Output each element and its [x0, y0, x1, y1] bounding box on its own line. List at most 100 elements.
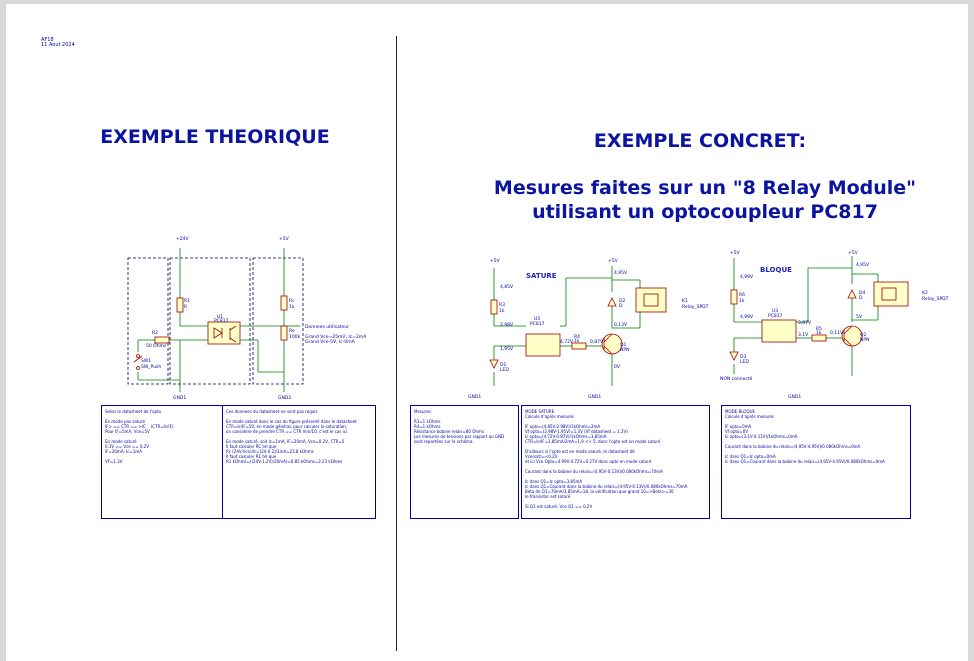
blq-rail2: +5V — [848, 250, 859, 256]
r6-resistor — [730, 289, 738, 305]
r5-value: 1k — [816, 330, 822, 336]
u3-optocoupler-blq — [761, 319, 797, 343]
rc-ref: Rc — [289, 298, 295, 304]
sat-gnd2: GND1 — [588, 394, 601, 400]
u1-value: PC817 — [214, 318, 229, 324]
u3-value-blq: PC817 — [768, 313, 783, 319]
schematic-sheet — [6, 4, 968, 661]
note-box-calcul: Ces donnees du datasheet ne sont pas req… — [222, 405, 376, 519]
r3-resistor — [490, 299, 498, 315]
rail-24v-label: +24V — [176, 236, 189, 242]
q2-ref: Q2 — [860, 332, 867, 338]
k2-ref: K2 — [922, 290, 928, 296]
re-resistor — [280, 325, 288, 341]
d4-value: D — [859, 295, 863, 301]
right-subtitle-line2: utilisant un optocoupleur PC817 — [532, 201, 878, 223]
r2-ref: R2 — [152, 330, 158, 336]
sat-v-emit: 0V — [614, 364, 621, 370]
r5-ref: R5 — [816, 326, 822, 332]
sat-v1: 4,85V — [500, 284, 514, 290]
sat-v-opto: 4,72V — [560, 339, 574, 345]
note-sature-text: MODE SATURE Calcule d'après mesures IF o… — [525, 409, 688, 509]
q1-transistor — [601, 333, 623, 355]
r4-value: 1k — [574, 338, 580, 344]
d3-led — [729, 351, 739, 361]
sature-label: SATURE — [526, 272, 557, 280]
d1-value: LED — [500, 367, 509, 373]
blq-v-b: 3,1V — [798, 332, 809, 338]
r6-ref: R6 — [739, 292, 745, 298]
note-mesures-text: Mesures: R3=1 kOhms R4=1 kOhms Résistanc… — [414, 409, 505, 444]
r3-ref: R3 — [499, 302, 505, 308]
date-label: 11 Aout 2024 — [41, 42, 75, 48]
output-dashed-box — [252, 257, 304, 385]
r5-resistor — [811, 334, 827, 342]
u3-ref-blq: U3 — [772, 308, 778, 314]
re-ref: Re — [289, 328, 295, 334]
left-title: EXEMPLE THEORIQUE — [100, 126, 330, 148]
rc-resistor — [280, 295, 288, 311]
u3-optocoupler-sat — [525, 333, 561, 357]
r4-resistor — [571, 342, 587, 350]
sat-v-d1: 1,95V — [500, 346, 514, 352]
blq-gnd: GND1 — [788, 394, 801, 400]
d4-ref: D4 — [859, 290, 865, 296]
rail-5v-label: +5V — [279, 236, 290, 242]
d3-value: LED — [740, 359, 749, 365]
u3-ref-sat: U3 — [534, 316, 540, 322]
r1-ref: R1 — [184, 298, 190, 304]
d2-diode — [607, 297, 617, 307]
blq-v-b2: 0,11V — [830, 330, 844, 336]
sat-rail1: +5V — [490, 258, 501, 264]
u1-ref: U1 — [217, 314, 223, 320]
non-connecte-label: NON connecté — [720, 375, 753, 382]
k1-value: Relay_SPDT — [682, 304, 709, 310]
blq-v-coll: 5V — [856, 314, 863, 320]
note-datasheet-text: Selon le datasheet de l'opto En mode pas… — [105, 409, 174, 464]
d3-ref: D3 — [740, 354, 746, 360]
bloque-label: BLOQUE — [760, 266, 792, 274]
note-box-datasheet: Selon le datasheet de l'opto En mode pas… — [101, 405, 223, 519]
sat-v-top: 4,95V — [614, 270, 628, 276]
r6-value: 1k — [739, 298, 745, 304]
right-subtitle-line1: Mesures faites sur un "8 Relay Module" — [493, 177, 917, 199]
r2-resistor — [154, 336, 170, 344]
u3-value-sat: PC817 — [530, 321, 545, 327]
q1-ref: Q1 — [620, 342, 627, 348]
r3-value: 1k — [499, 308, 505, 314]
d1-ref: D1 — [500, 362, 506, 368]
blq-v-out: 3,87V — [798, 320, 812, 326]
r2-value: 50 Ohms — [146, 343, 167, 349]
sw1-value: SW_Push — [141, 364, 161, 370]
q2-value: NPN — [860, 337, 869, 343]
d1-led — [489, 359, 499, 369]
sat-rail2: +5V — [608, 258, 619, 264]
sat-v-base: 0,87V — [590, 339, 604, 345]
blq-v1: 4,99V — [740, 274, 754, 280]
gnd2-label: GND2 — [278, 395, 291, 401]
blq-rail1: +5V — [730, 250, 741, 256]
sat-v-coll: 0,13V — [614, 322, 628, 328]
blq-v-top: 4,95V — [856, 262, 870, 268]
gnd1-label: GND1 — [173, 395, 186, 401]
author-label: AF18 — [41, 37, 54, 43]
user-data-title: Donnees utilisateur — [305, 324, 349, 330]
note-bloque-text: MODE BLOQUE Calcule d'après mesures IF o… — [725, 409, 885, 464]
k1-ref: K1 — [682, 298, 688, 304]
re-value: 100k — [289, 334, 301, 340]
note-box-bloque: MODE BLOQUE Calcule d'après mesures IF o… — [721, 405, 911, 519]
d2-value: D — [619, 303, 623, 309]
u1-optocoupler — [207, 321, 241, 345]
sw1-contact — [136, 354, 140, 358]
user-data-line1: Grand Vce=25mV, Ic=2mA — [305, 334, 367, 340]
k2-value: Relay_SPDT — [922, 296, 949, 302]
r4-ref: R4 — [574, 334, 580, 340]
right-title: EXEMPLE CONCRET: — [593, 130, 807, 152]
q2-transistor — [841, 325, 863, 347]
note-box-sature: MODE SATURE Calcule d'après mesures IF o… — [521, 405, 710, 519]
sat-v-r3: 2,98V — [500, 322, 514, 328]
input-dashed-box — [127, 257, 169, 385]
note-calcul-text: Ces donnees du datasheet ne sont pas req… — [226, 409, 357, 464]
d2-ref: D2 — [619, 298, 625, 304]
